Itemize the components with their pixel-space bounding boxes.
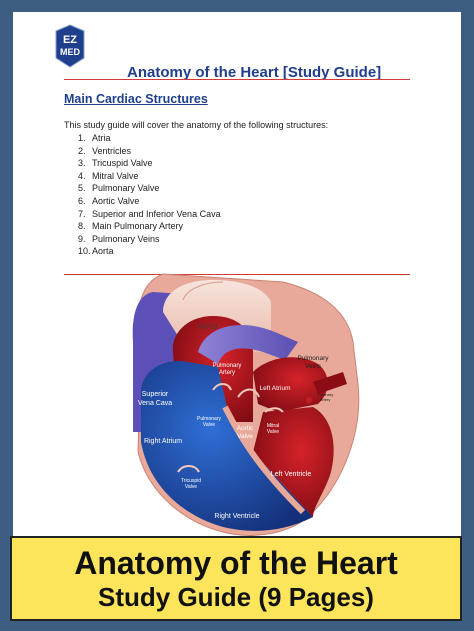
heart-diagram: Aorta Pulmonary Artery Pulmonary Veins L… xyxy=(132,273,360,536)
ez-med-logo: EZ MED xyxy=(55,24,85,68)
banner-subtitle: Study Guide (9 Pages) xyxy=(98,582,374,612)
label-right-atrium: Right Atrium xyxy=(144,438,182,445)
label-superior-vena-cava: Superior xyxy=(142,391,169,398)
label-mitral-valve-2: Valve xyxy=(267,429,279,435)
label-right-ventricle: Right Ventricle xyxy=(214,513,259,520)
label-tricuspid-valve: Tricuspid xyxy=(181,478,201,484)
left-ventricle-shape xyxy=(253,407,334,517)
list-item: 9.Pulmonary Veins xyxy=(78,233,160,244)
label-pulmonary-artery: Pulmonary xyxy=(213,363,242,369)
label-tricuspid-valve-2: Valve xyxy=(185,484,197,490)
label-pulmonary-valve: Pulmonary xyxy=(197,416,221,422)
label-left-ventricle: Left Ventricle xyxy=(271,471,312,478)
intro-text: This study guide will cover the anatomy … xyxy=(64,120,329,130)
list-item: 6.Aortic Valve xyxy=(78,195,140,206)
section-heading: Main Cardiac Structures xyxy=(64,92,208,106)
coronary-artery-dot xyxy=(306,397,312,403)
label-mitral-valve: Mitral xyxy=(267,423,279,429)
promo-banner: Anatomy of the Heart Study Guide (9 Page… xyxy=(10,536,462,621)
banner-title: Anatomy of the Heart xyxy=(74,545,398,581)
list-item: 2.Ventricles xyxy=(78,145,132,156)
label-pulmonary-artery-2: Artery xyxy=(219,370,235,376)
label-coronary-artery-2: Artery xyxy=(320,397,331,402)
list-item: 4.Mitral Valve xyxy=(78,170,139,181)
label-coronary-artery: Coronary xyxy=(317,392,333,397)
label-pulmonary-veins-2: Veins xyxy=(305,363,322,370)
label-left-atrium: Left Atrium xyxy=(259,385,290,392)
logo-text-ez: EZ xyxy=(63,34,77,46)
list-item: 1.Atria xyxy=(78,133,111,143)
logo-text-med: MED xyxy=(60,47,81,57)
document-title: Anatomy of the Heart [Study Guide] xyxy=(127,64,382,81)
study-guide-page: EZ MED Anatomy of the Heart [Study Guide… xyxy=(13,12,461,536)
label-pulmonary-valve-2: Valve xyxy=(203,422,215,428)
list-item: 10.Aorta xyxy=(78,246,114,257)
label-aorta: Aorta xyxy=(198,321,219,331)
right-chambers xyxy=(141,361,313,531)
pulmonary-veins-shape xyxy=(313,372,347,394)
title-divider xyxy=(64,79,410,80)
list-item: 5.Pulmonary Valve xyxy=(78,183,160,194)
structures-list: 1.Atria 2.Ventricles 3.Tricuspid Valve 4… xyxy=(64,132,221,258)
list-item: 8.Main Pulmonary Artery xyxy=(78,221,184,232)
label-superior-vena-cava-2: Vena Cava xyxy=(138,400,172,407)
label-aortic-valve-2: Valve xyxy=(237,433,253,440)
label-pulmonary-veins: Pulmonary xyxy=(297,355,329,362)
list-divider xyxy=(64,274,410,275)
list-item: 7.Superior and Inferior Vena Cava xyxy=(78,208,221,219)
list-item: 3.Tricuspid Valve xyxy=(78,158,153,169)
label-aortic-valve: Aortic xyxy=(237,425,254,432)
pulmonary-artery-shape xyxy=(198,324,298,364)
